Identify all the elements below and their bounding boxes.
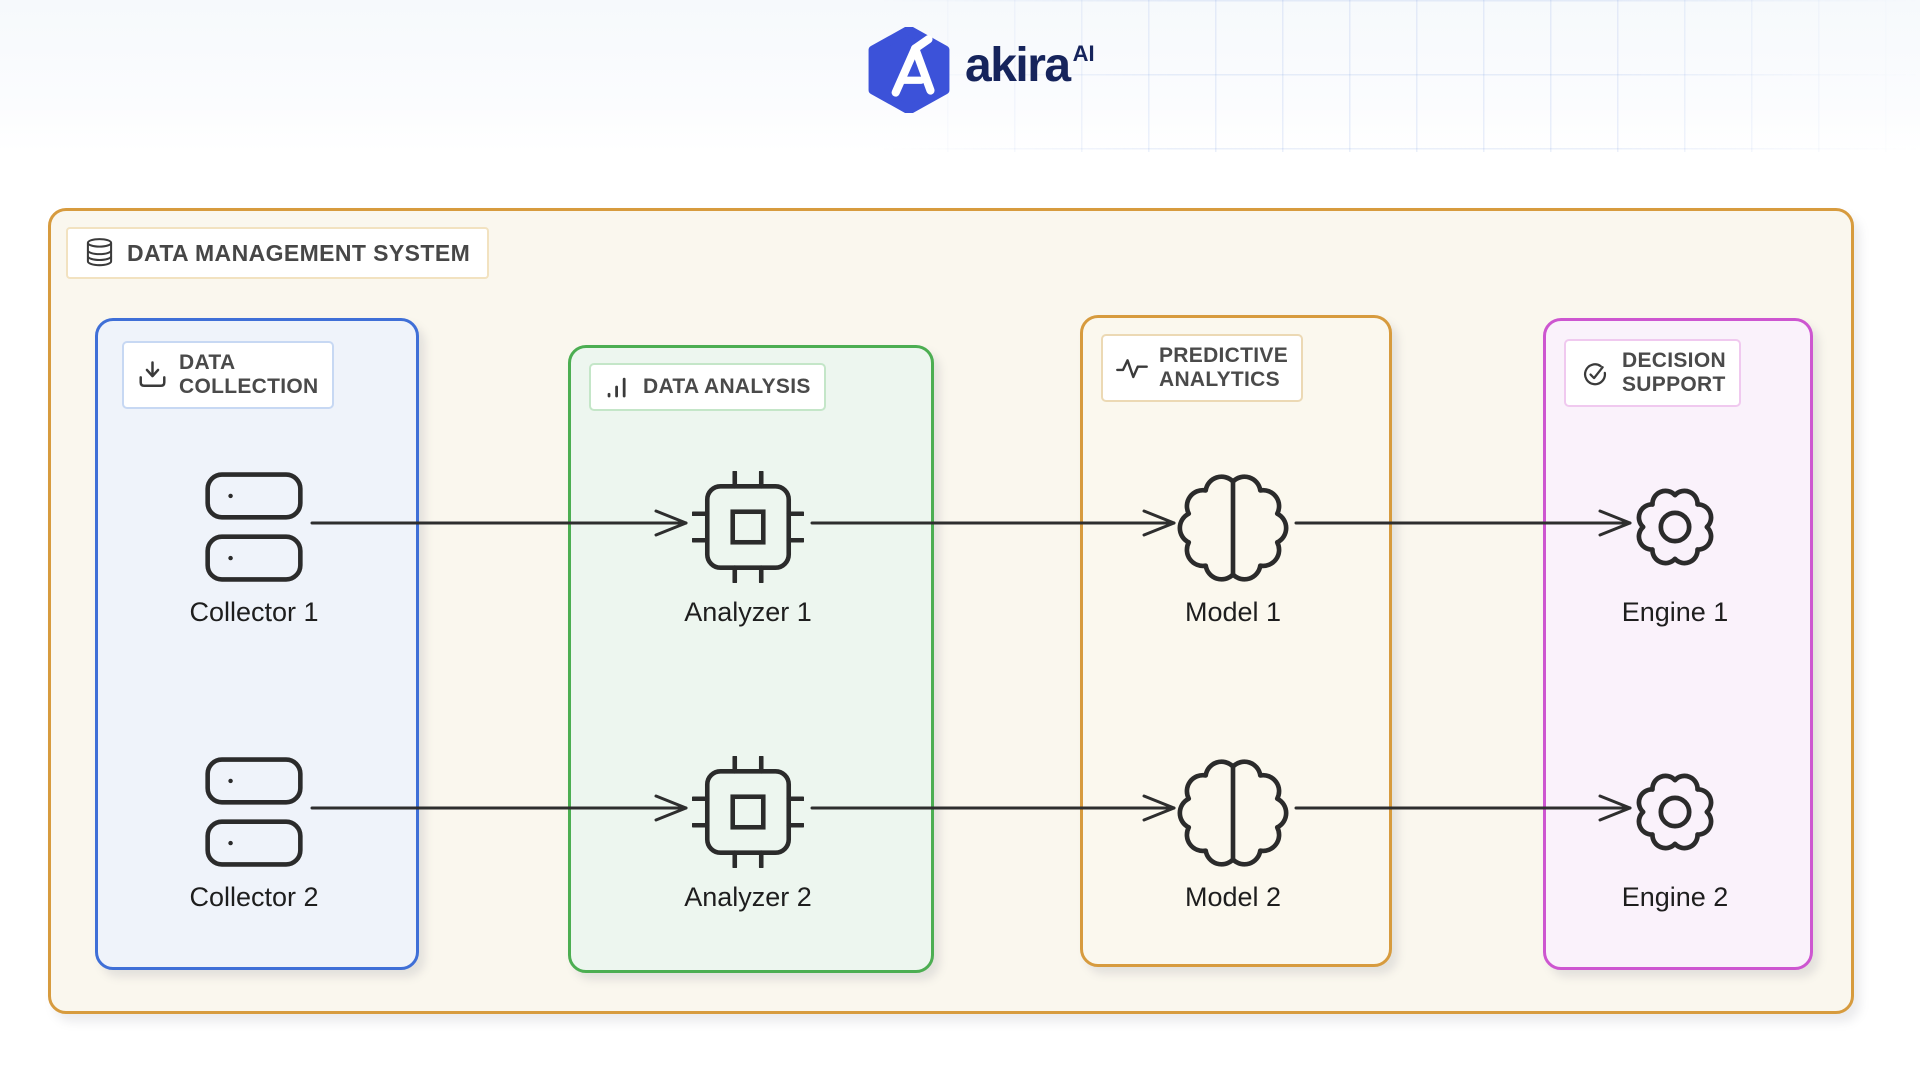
node-analyzer-2: Analyzer 2 <box>638 750 858 913</box>
label-line: DECISION <box>1622 349 1726 372</box>
decision-support-label: DECISION SUPPORT <box>1564 339 1741 407</box>
node-analyzer-1: Analyzer 1 <box>638 465 858 628</box>
data-management-system-label: DATA MANAGEMENT SYSTEM <box>66 227 490 279</box>
node-label: Model 2 <box>1184 882 1282 912</box>
node-engine-1: Engine 1 <box>1565 465 1785 628</box>
database-icon <box>85 237 114 269</box>
gear-icon <box>1616 750 1734 874</box>
pulse-icon <box>1116 352 1148 384</box>
label-line: PREDICTIVE <box>1159 344 1289 367</box>
node-label: Analyzer 1 <box>684 597 812 627</box>
label-line: SUPPORT <box>1622 373 1726 396</box>
node-label: Engine 2 <box>1621 882 1729 912</box>
node-engine-2: Engine 2 <box>1565 750 1785 913</box>
bar-chart-icon <box>604 373 632 401</box>
node-collector-1: Collector 1 <box>144 465 364 628</box>
gear-icon <box>1616 465 1734 589</box>
node-label: Collector 1 <box>189 597 319 627</box>
chip-icon <box>692 465 804 589</box>
label-line: COLLECTION <box>179 375 319 398</box>
chip-icon <box>692 750 804 874</box>
node-model-1: Model 1 <box>1123 465 1343 628</box>
header-grid-pattern <box>880 0 1920 152</box>
node-label: Engine 1 <box>1621 597 1729 627</box>
node-model-2: Model 2 <box>1123 750 1343 913</box>
server-icon <box>205 750 303 874</box>
hexagon-a-logo-icon <box>868 27 950 113</box>
node-label: Analyzer 2 <box>684 882 812 912</box>
download-icon <box>137 360 168 391</box>
brain-icon <box>1171 465 1295 589</box>
node-collector-2: Collector 2 <box>144 750 364 913</box>
label-line: DATA <box>179 351 236 374</box>
label-line: ANALYTICS <box>1159 368 1280 391</box>
system-label-text: DATA MANAGEMENT SYSTEM <box>127 239 471 266</box>
server-icon <box>205 465 303 589</box>
data-analysis-label: DATA ANALYSIS <box>589 363 826 411</box>
check-circle-icon <box>1579 357 1611 389</box>
predictive-analytics-label: PREDICTIVE ANALYTICS <box>1101 334 1304 402</box>
group-decision-support: DECISION SUPPORT <box>1543 318 1813 970</box>
brain-icon <box>1171 750 1295 874</box>
data-collection-label: DATA COLLECTION <box>122 341 334 409</box>
brand-suffix: AI <box>1072 41 1095 66</box>
node-label: Collector 2 <box>189 882 319 912</box>
node-label: Model 1 <box>1184 597 1282 627</box>
group-predictive-analytics: PREDICTIVE ANALYTICS <box>1080 315 1392 967</box>
group-data-analysis: DATA ANALYSIS <box>568 345 934 973</box>
label-line: DATA ANALYSIS <box>643 375 811 398</box>
group-data-collection: DATA COLLECTION <box>95 318 419 970</box>
